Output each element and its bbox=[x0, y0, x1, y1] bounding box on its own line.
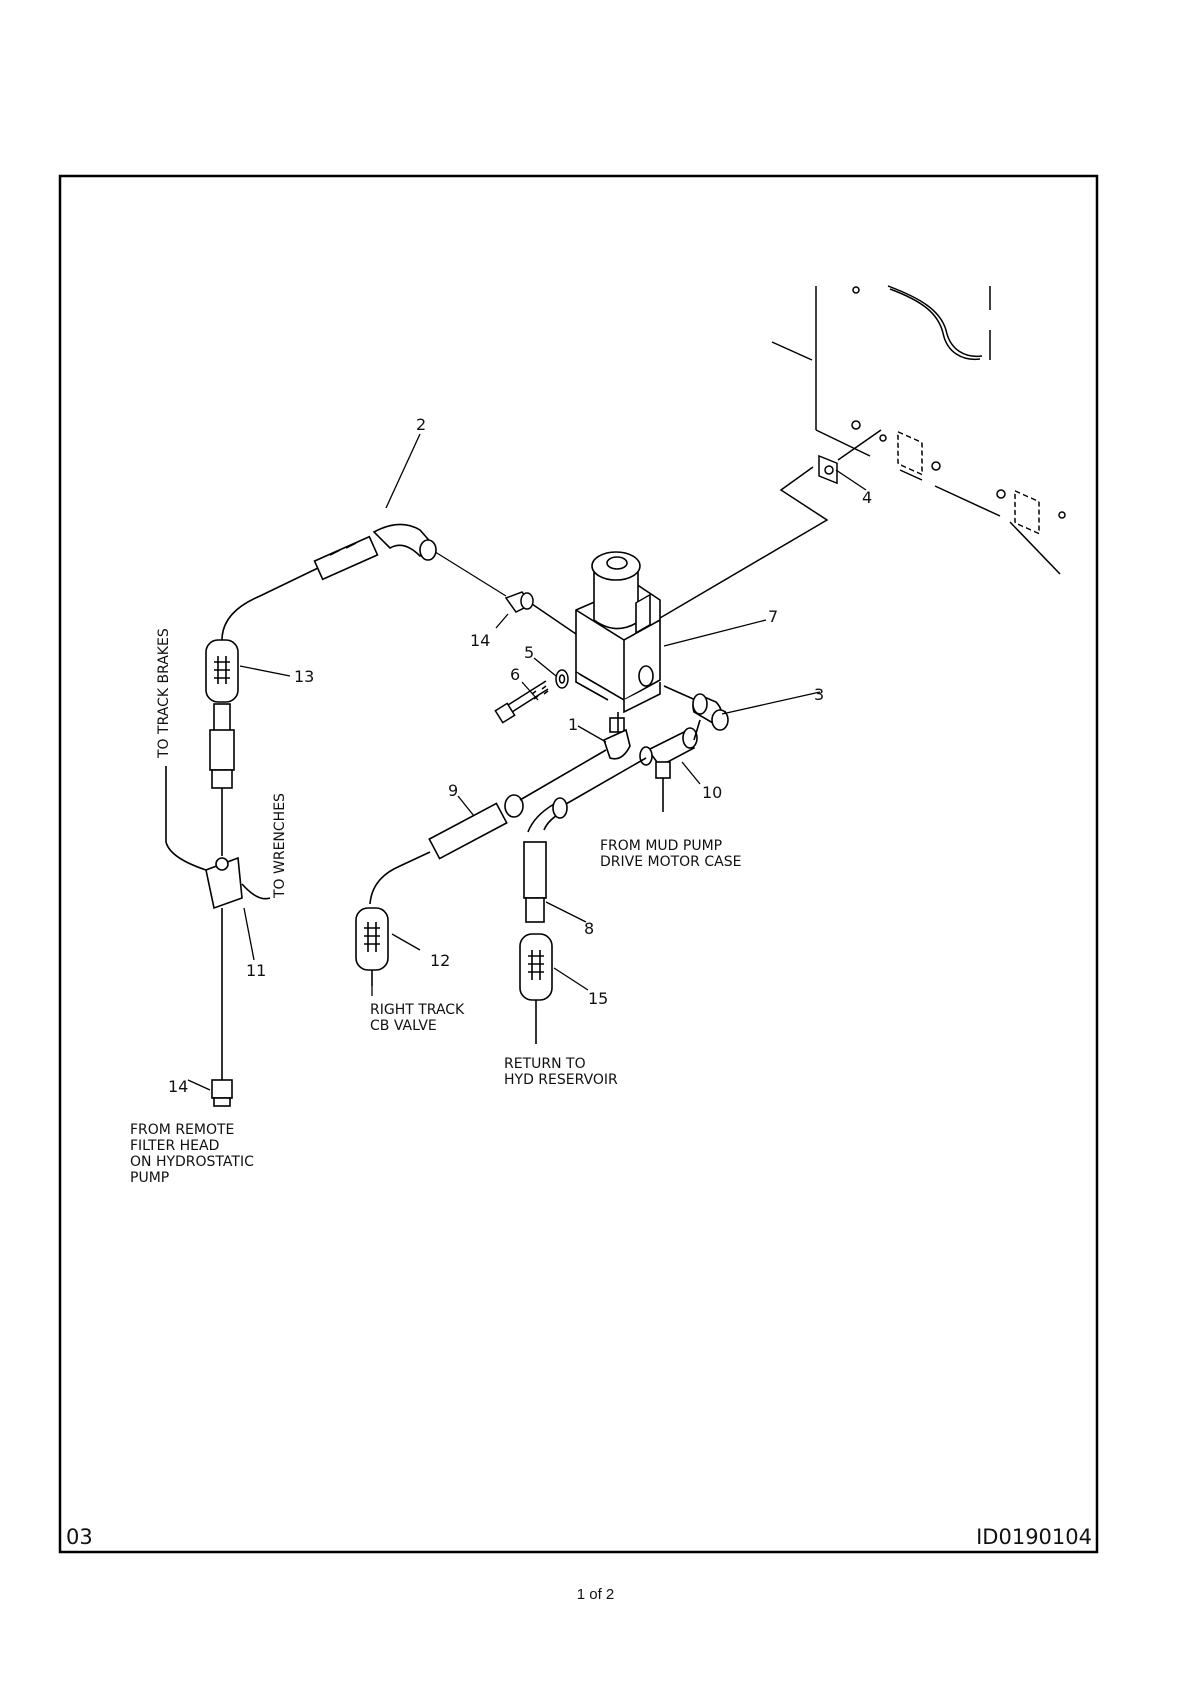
callout-7: 7 bbox=[768, 607, 778, 626]
callout-11: 11 bbox=[246, 961, 266, 980]
callout-1: 1 bbox=[568, 715, 578, 734]
hose-sleeve-part-13 bbox=[206, 640, 238, 702]
lower-hose-to-tee-11 bbox=[210, 704, 234, 856]
note-from-remote: FROM REMOTE FILTER HEAD ON HYDROSTATIC P… bbox=[130, 1122, 258, 1186]
callout-15: 15 bbox=[588, 989, 608, 1008]
hose-assembly-part-9 bbox=[370, 750, 606, 904]
page-indicator: 1 of 2 bbox=[0, 1586, 1191, 1603]
sheet-code: 03 bbox=[66, 1525, 93, 1549]
fitting-part-14-lower bbox=[212, 1080, 232, 1106]
elbow-part-3 bbox=[664, 686, 728, 730]
hose-sleeve-part-15 bbox=[520, 934, 552, 1044]
callout-9: 9 bbox=[448, 781, 458, 800]
drawing-id: ID0190104 bbox=[976, 1525, 1092, 1549]
tee-part-10 bbox=[640, 720, 700, 812]
callout-14-lower: 14 bbox=[168, 1077, 188, 1096]
elbow-part-1 bbox=[604, 712, 630, 759]
note-from-mud-pump: FROM MUD PUMP DRIVE MOTOR CASE bbox=[600, 838, 741, 870]
callout-4: 4 bbox=[862, 488, 872, 507]
bracket-part-4 bbox=[819, 430, 881, 483]
callout-13: 13 bbox=[294, 667, 314, 686]
note-to-wrenches: TO WRENCHES bbox=[272, 793, 288, 899]
fitting-part-14-upper bbox=[506, 592, 576, 634]
note-return-to: RETURN TO HYD RESERVOIR bbox=[504, 1056, 618, 1088]
tee-part-11 bbox=[166, 766, 270, 1080]
hose-assembly-part-2 bbox=[222, 524, 436, 640]
callout-8: 8 bbox=[584, 919, 594, 938]
callout-2: 2 bbox=[416, 415, 426, 434]
bolt-part-6 bbox=[495, 681, 548, 723]
note-to-track-brakes: TO TRACK BRAKES bbox=[156, 628, 172, 759]
callout-6: 6 bbox=[510, 665, 520, 684]
callout-10: 10 bbox=[702, 783, 722, 802]
callout-5: 5 bbox=[524, 643, 534, 662]
note-right-track: RIGHT TRACK CB VALVE bbox=[370, 1002, 469, 1034]
hose-sleeve-part-12 bbox=[356, 908, 388, 986]
hose-2-route bbox=[432, 550, 506, 596]
machine-frame bbox=[772, 286, 1065, 574]
callout-3: 3 bbox=[814, 685, 824, 704]
solenoid-valve-part-7 bbox=[576, 552, 660, 712]
callout-14-upper: 14 bbox=[470, 631, 490, 650]
washer-part-5 bbox=[556, 670, 568, 688]
solenoid-lead-wire bbox=[660, 467, 827, 618]
callout-12: 12 bbox=[430, 951, 450, 970]
